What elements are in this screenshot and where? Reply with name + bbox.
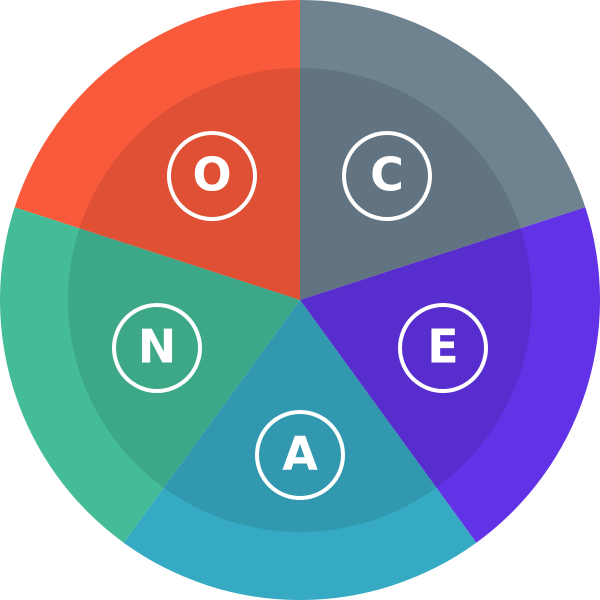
badge-o: O [167, 131, 257, 221]
badge-c-ring [342, 131, 432, 221]
slice-e [300, 207, 600, 543]
slice-a [123, 300, 477, 600]
badge-a-ring [255, 410, 345, 500]
inner-shade-ring [68, 68, 532, 532]
badge-o-ring [167, 131, 257, 221]
badge-n-letter: N [138, 320, 177, 374]
badge-n-ring [112, 303, 202, 393]
slice-o [14, 0, 300, 300]
badge-a-letter: A [282, 427, 318, 481]
badge-o-letter: O [192, 148, 231, 202]
badge-e-letter: E [427, 320, 458, 374]
badge-a: A [255, 410, 345, 500]
badge-c-letter: C [370, 148, 404, 202]
slice-n [0, 207, 300, 543]
slice-c [300, 0, 586, 300]
badge-e-ring [398, 303, 488, 393]
badge-n: N [112, 303, 202, 393]
badge-e: E [398, 303, 488, 393]
badge-c: C [342, 131, 432, 221]
